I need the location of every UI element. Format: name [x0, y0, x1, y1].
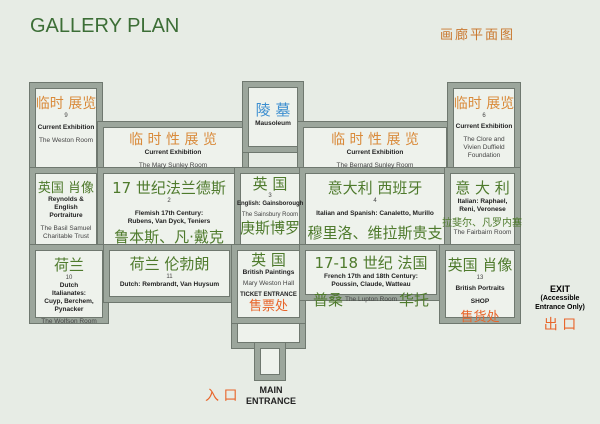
room-3-cn: 英 国	[252, 175, 288, 193]
room-4-cn-artists: 穆里洛、维拉斯贵支	[307, 224, 443, 242]
main-entrance-label: MAIN ENTRANCE	[245, 385, 296, 406]
room-7[interactable]: 临 时 性 展 览 Current Exhibition The Bernard…	[298, 122, 452, 173]
room-1[interactable]: 英国 肖像 Reynolds & English Portraiture The…	[30, 168, 102, 250]
room-5-name: The Fairbairn Room	[453, 229, 512, 236]
room-9-cn: 临时 展览	[35, 96, 97, 112]
room-12-artists-row: 普桑 The Lupton Room 华托	[305, 289, 437, 310]
room-6-label: Current Exhibition	[455, 123, 513, 130]
room-11-number: 11	[166, 274, 173, 280]
room-13-cn: 英国 肖像	[447, 256, 513, 274]
room-13-label: British Portraits	[455, 285, 505, 292]
room-13-number: 13	[476, 275, 484, 281]
room-11-label: Dutch: Rembrandt, Van Huysum	[119, 281, 220, 288]
room-12-cn-artist-1: 普桑	[313, 291, 344, 309]
room-5-label: Italian: Raphael, Reni, Veronese	[457, 198, 508, 213]
room-2[interactable]: 17 世纪法兰德斯 2 Flemish 17th Century: Rubens…	[98, 168, 240, 250]
room-8[interactable]: 临 时 性 展 览 Current Exhibition The Mary Su…	[98, 122, 248, 173]
room-2-cn-artists: 鲁本斯、凡·戴克	[114, 228, 224, 246]
room-5[interactable]: 意 大 利 5 Italian: Raphael, Reni, Veronese…	[442, 168, 522, 250]
room-12-label: French 17th and 18th Century: Poussin, C…	[324, 273, 418, 288]
room-5-cn-artists: 拉斐尔、凡罗内塞	[442, 218, 522, 229]
room-2-cn: 17 世纪法兰德斯	[112, 179, 226, 197]
shop-label: SHOP	[470, 298, 490, 305]
ticket-entrance-label: TICKET ENTRANCE	[240, 292, 297, 298]
room-9-label: Current Exhibition	[37, 124, 95, 131]
room-13[interactable]: 英国 肖像 13 British Portraits SHOP 售货处	[440, 245, 520, 325]
room-12-cn-artist-2: 华托	[398, 291, 429, 309]
room-5-cn: 意 大 利	[455, 179, 510, 197]
room-0-name: Mary Weston Hall	[242, 280, 295, 287]
room-10-label: Dutch Italianates: Cuyp, Berchem, Pynack…	[44, 282, 94, 313]
mausoleum-label: Mausoleum	[255, 120, 291, 127]
room-12-name: The Lupton Room	[344, 295, 398, 303]
room-6[interactable]: 临时 展览 6 Current Exhibition The Clore and…	[448, 83, 520, 173]
page-title-cn: 画廊平面图	[440, 28, 516, 43]
ticket-entrance-cn: 售票处	[248, 299, 288, 314]
room-1-label: Reynolds & English Portraiture	[48, 196, 84, 219]
room-12[interactable]: 17-18 世纪 法国 12 French 17th and 18th Cent…	[300, 245, 442, 309]
room-9-number: 9	[64, 113, 68, 119]
room-10[interactable]: 荷兰 10 Dutch Italianates: Cuyp, Berchem, …	[30, 245, 108, 325]
room-10-cn: 荷兰	[53, 256, 84, 274]
exit-subtitle: (Accessible Entrance Only)	[535, 295, 585, 311]
room-8-label: Current Exhibition	[144, 149, 202, 156]
room-3-name: The Sainsbury Room	[241, 212, 299, 218]
room-10-number: 10	[65, 275, 73, 281]
room-3[interactable]: 英 国 3 English: Gainsborough The Sainsbur…	[235, 168, 305, 250]
room-1-cn: 英国 肖像	[37, 181, 95, 196]
mausoleum[interactable]: 陵 墓 Mausoleum	[243, 82, 303, 152]
room-3-label: English: Gainsborough	[237, 201, 304, 207]
room-12-cn: 17-18 世纪 法国	[314, 254, 428, 272]
room-7-name: The Bernard Sunley Room	[336, 162, 414, 169]
room-9-name: The Weston Room	[38, 137, 94, 144]
page-title: GALLERY PLAN	[30, 15, 180, 37]
exit-cn: 出 口	[543, 317, 577, 333]
room-7-cn: 临 时 性 展 览	[331, 132, 419, 148]
room-3-cn-artist: 庚斯博罗	[240, 219, 301, 237]
main-entrance-cn: 入 口	[205, 388, 238, 404]
room-3-number: 3	[268, 193, 272, 199]
room-11-cn: 荷兰 伦勃朗	[129, 255, 210, 273]
room-6-name: The Clore and Vivien Duffield Foundation	[463, 136, 505, 159]
room-0[interactable]: 英 国 0 British Paintings Mary Weston Hall…	[232, 245, 305, 323]
room-0-label: British Paintings	[242, 269, 295, 276]
room-8-name: The Mary Sunley Room	[138, 162, 208, 169]
room-0-cn: 英 国	[251, 251, 286, 269]
room-6-cn: 临时 展览	[453, 96, 515, 112]
room-11[interactable]: 荷兰 伦勃朗 11 Dutch: Rembrandt, Van Huysum	[104, 245, 235, 302]
room-1-name: The Basil Samuel Charitable Trust	[40, 225, 92, 240]
entrance-porch[interactable]	[255, 343, 285, 380]
room-6-number: 6	[482, 113, 486, 119]
room-2-label: Flemish 17th Century: Rubens, Van Dyck, …	[127, 210, 211, 225]
room-7-label: Current Exhibition	[346, 149, 404, 156]
room-8-cn: 临 时 性 展 览	[129, 132, 217, 148]
exit-title: EXIT	[549, 284, 570, 294]
room-10-name: The Wolfson Room	[41, 318, 97, 325]
room-9[interactable]: 临时 展览 9 Current Exhibition The Weston Ro…	[30, 83, 102, 173]
room-4-number: 4	[373, 198, 377, 204]
shop-cn: 售货处	[460, 310, 500, 325]
mausoleum-cn: 陵 墓	[255, 101, 291, 119]
exit-label: EXIT (Accessible Entrance Only) 出 口	[525, 284, 595, 334]
room-2-number: 2	[167, 198, 171, 204]
room-4-cn: 意大利 西班牙	[327, 179, 423, 197]
room-4[interactable]: 意大利 西班牙 4 Italian and Spanish: Canaletto…	[300, 168, 450, 250]
room-4-label: Italian and Spanish: Canaletto, Murillo	[316, 210, 434, 217]
